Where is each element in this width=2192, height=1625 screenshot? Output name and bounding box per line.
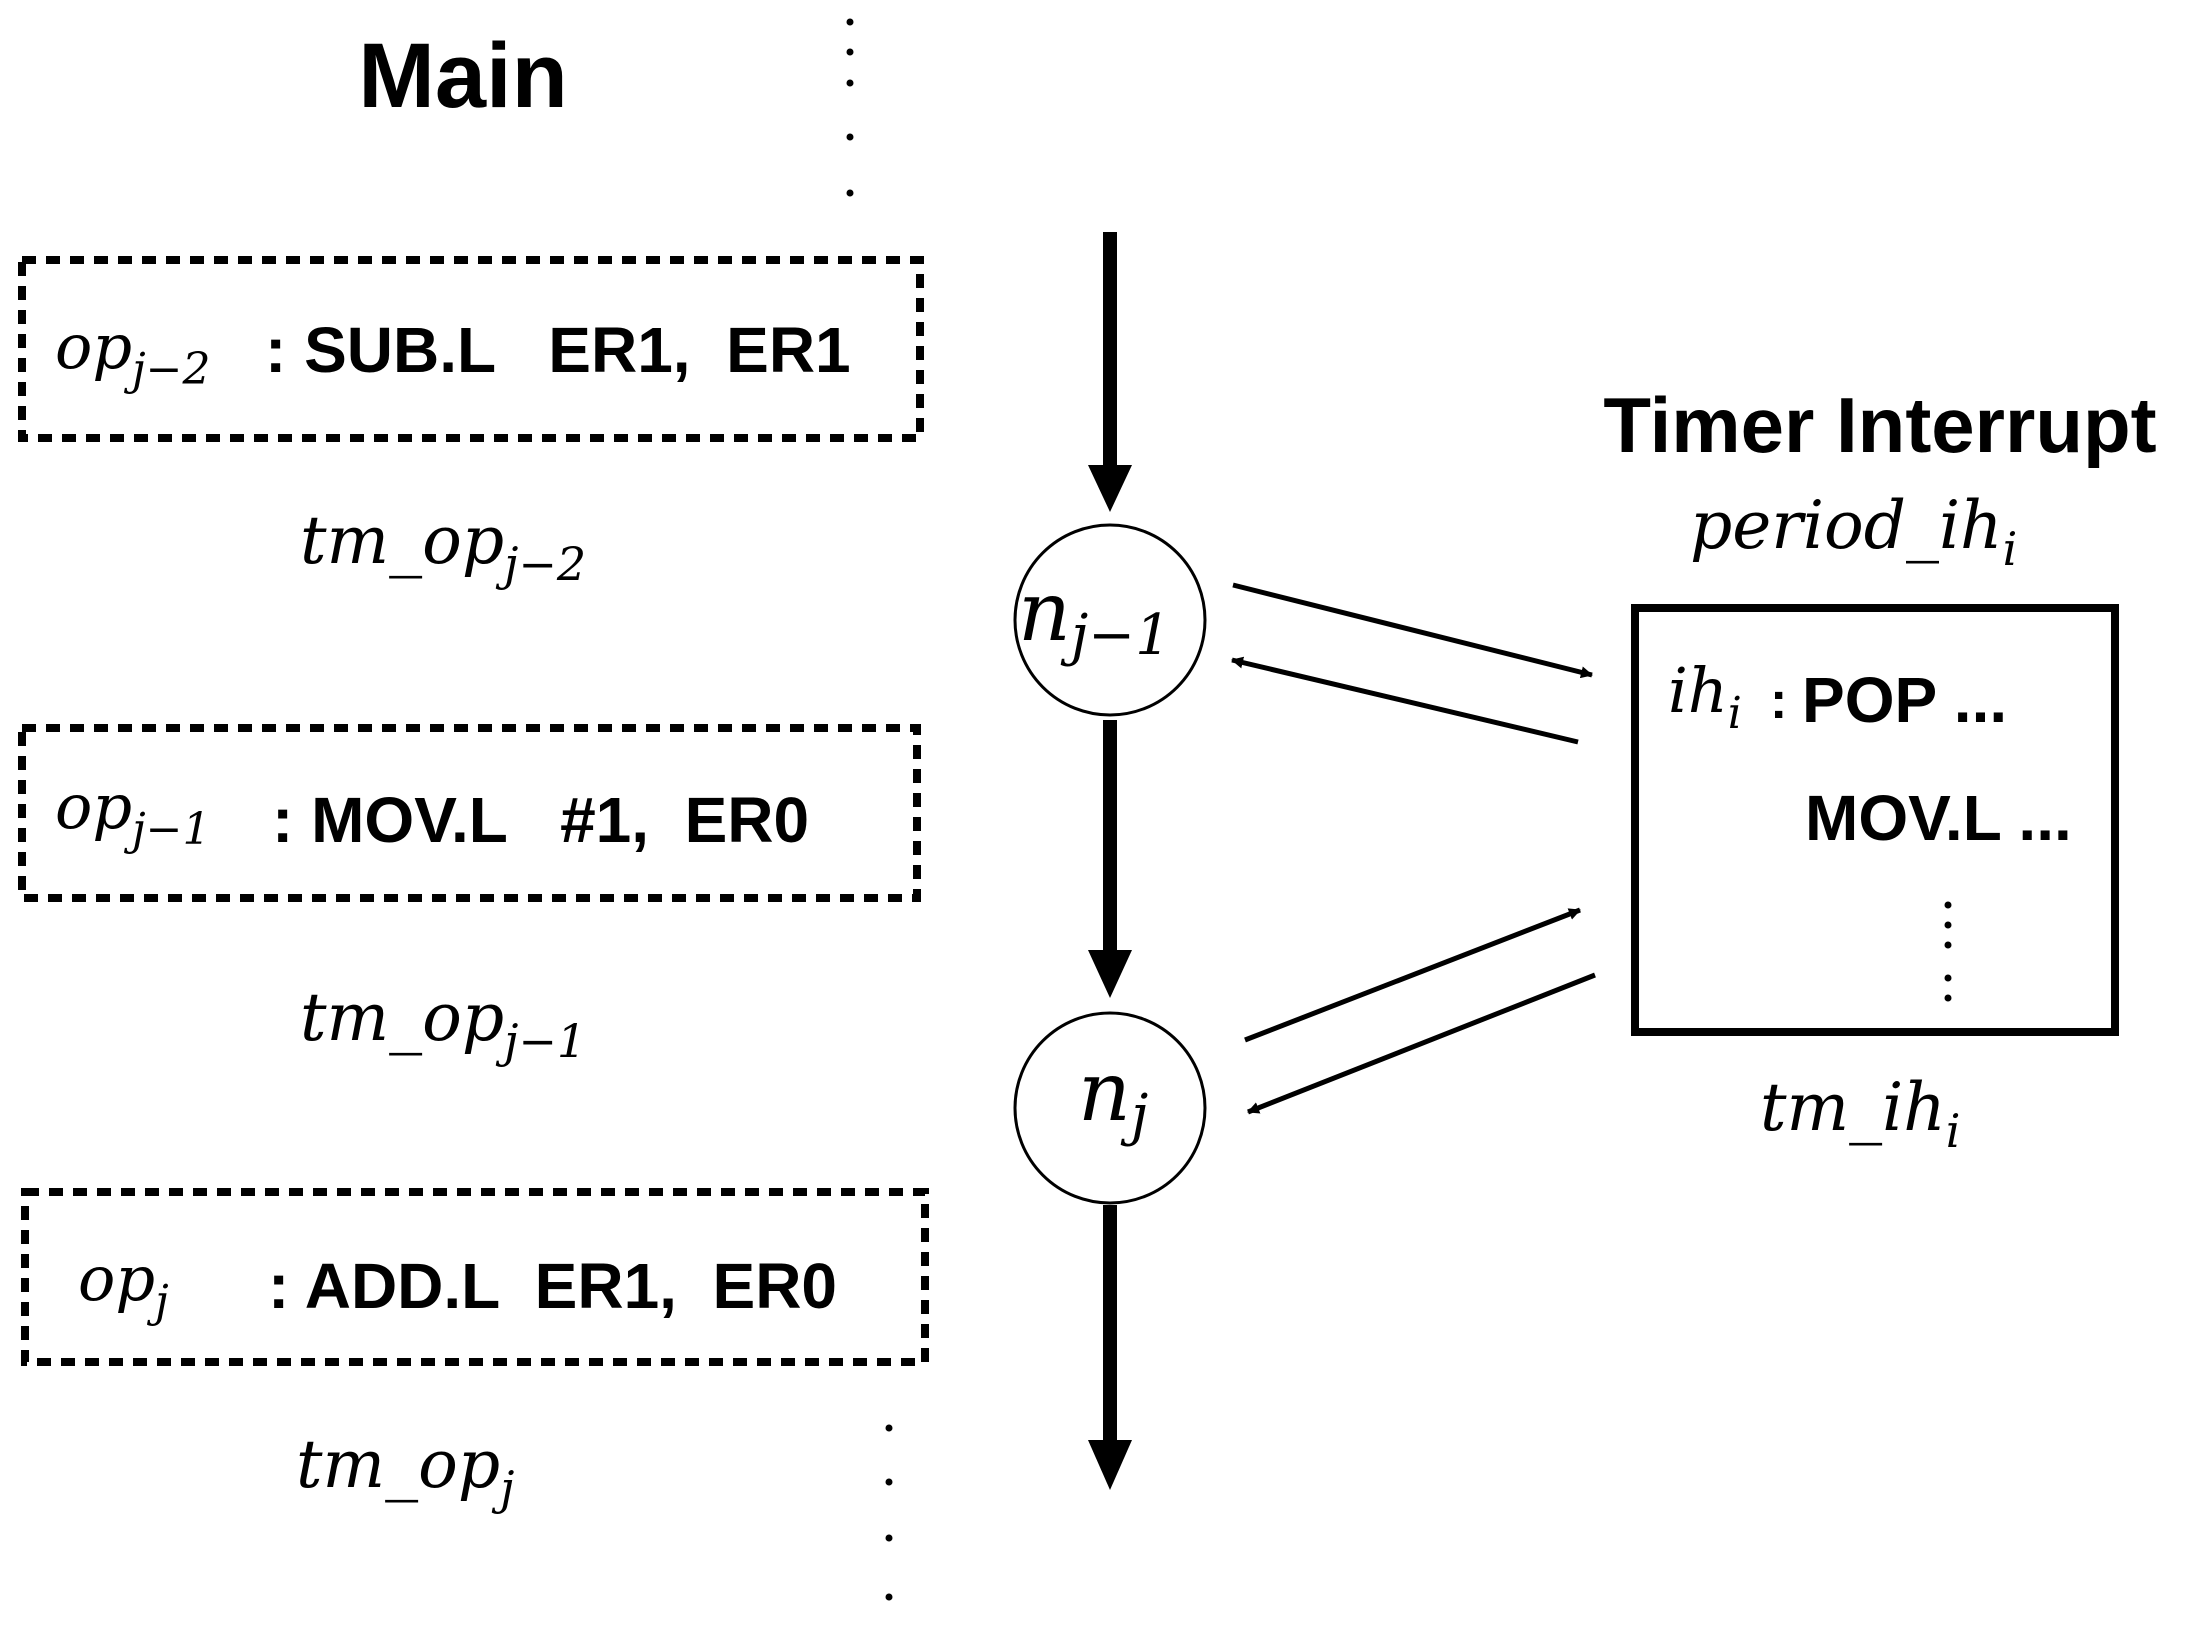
svg-text:period_ihi: period_ihi <box>1690 487 2017 576</box>
node-j: nj <box>1013 1011 1207 1205</box>
svg-text:nj: nj <box>1078 1045 1148 1148</box>
interrupt-arrows <box>1231 582 1596 1115</box>
interrupt-title: Timer Interrupt <box>1603 381 2156 469</box>
svg-text:tm_ihi: tm_ihi <box>1760 1069 1960 1158</box>
handler-label: ih <box>1668 654 1728 727</box>
handler-ellipsis <box>1944 901 1952 1002</box>
op-box-2: opj−1 : MOV.L #1, ER0 <box>18 724 921 902</box>
handler-line-1: POP ... <box>1802 664 2007 736</box>
ellipsis-bottom <box>885 1424 893 1601</box>
handler-colon: : <box>1770 672 1787 730</box>
op-timing-subscript: j−1 <box>495 1014 586 1068</box>
op-timing-label: tm_op <box>300 502 504 579</box>
op-box-1: opj−2 : SUB.L ER1, ER1 <box>18 256 924 442</box>
handler-line-2: MOV.L ... <box>1805 782 2072 854</box>
node-label: n <box>1018 565 1071 660</box>
op-box-3: opj : ADD.L ER1, ER0 <box>21 1188 929 1366</box>
svg-text:tm_opj−1: tm_opj−1 <box>300 979 586 1068</box>
node-subscript: j−1 <box>1060 603 1171 668</box>
period-label: period_ih <box>1690 487 2003 564</box>
ellipsis-top <box>846 18 854 197</box>
svg-text:tm_opj−2: tm_opj−2 <box>300 502 586 591</box>
op-timing-label: tm_op <box>300 979 504 1056</box>
interrupt-handler-box: ihi : POP ... MOV.L ... <box>1631 604 2119 1036</box>
node-j-minus-1: nj−1 <box>1013 523 1207 717</box>
op-label: op <box>55 770 132 843</box>
handler-timing-subscript: i <box>1946 1104 1961 1158</box>
main-flow-arrows <box>1088 232 1132 1490</box>
op-label: op <box>55 310 132 383</box>
svg-text:opj−1: opj−1 <box>55 770 211 855</box>
period-subscript: i <box>2003 522 2018 576</box>
op-timing-subscript: j−2 <box>495 537 586 591</box>
svg-text:tm_opj: tm_opj <box>296 1426 514 1515</box>
node-label: n <box>1078 1045 1131 1140</box>
svg-text:opj−2: opj−2 <box>55 310 211 395</box>
handler-subscript: i <box>1728 688 1742 739</box>
handler-timing-label: tm_ih <box>1760 1069 1946 1146</box>
svg-text:nj−1: nj−1 <box>1018 565 1171 668</box>
op-label: op <box>78 1242 155 1315</box>
op-subscript: j−2 <box>123 344 211 395</box>
svg-text:opj: opj <box>78 1242 169 1327</box>
op-timing-label: tm_op <box>296 1426 500 1503</box>
op-instruction: : ADD.L ER1, ER0 <box>268 1250 837 1322</box>
op-subscript: j−1 <box>123 804 211 855</box>
svg-text:ihi: ihi <box>1668 654 1742 739</box>
main-title: Main <box>358 25 568 127</box>
op-instruction: : MOV.L #1, ER0 <box>272 784 809 856</box>
op-instruction: : SUB.L ER1, ER1 <box>265 314 851 386</box>
